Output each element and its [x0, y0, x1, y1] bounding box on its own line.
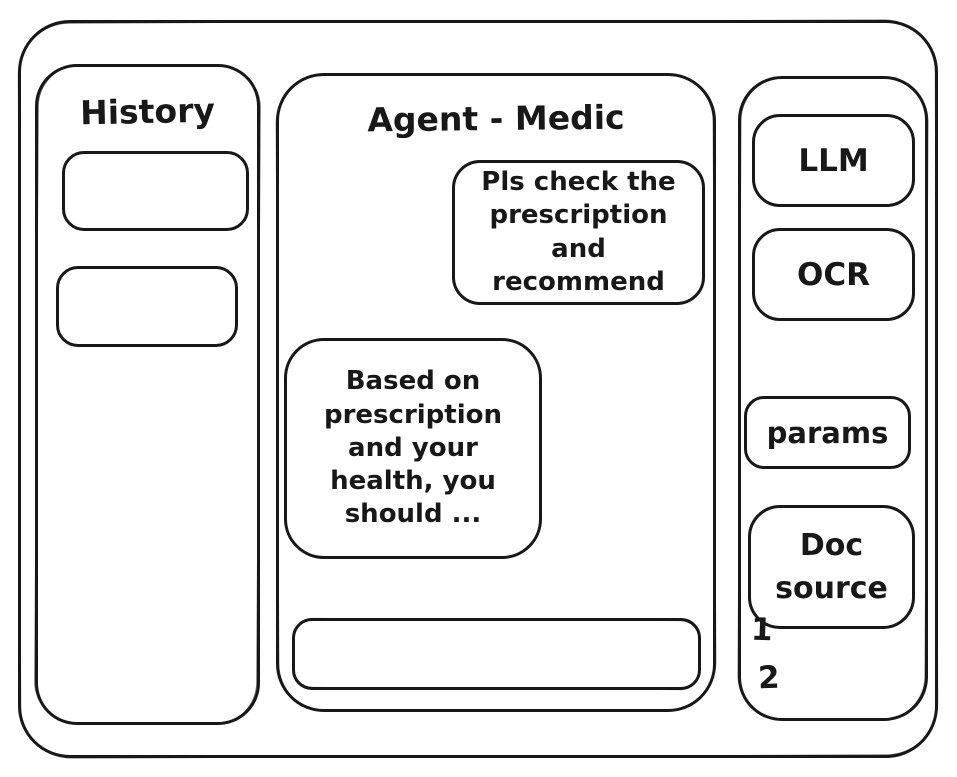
- llm-button[interactable]: LLM: [752, 114, 915, 207]
- ocr-button[interactable]: OCR: [752, 228, 915, 321]
- chat-title: Agent - Medic: [367, 97, 625, 140]
- message-input[interactable]: [292, 618, 701, 690]
- user-message-bubble: Pls check the prescription and recommend: [452, 160, 705, 305]
- doc-source-item-1[interactable]: 1: [750, 611, 774, 649]
- params-button[interactable]: params: [744, 396, 911, 469]
- doc-source-button[interactable]: Doc source: [748, 505, 915, 629]
- doc-source-item-2[interactable]: 2: [757, 659, 781, 697]
- history-item[interactable]: [56, 266, 238, 347]
- agent-message-bubble: Based on prescription and your health, y…: [284, 338, 542, 559]
- history-title: History: [79, 90, 216, 133]
- history-item[interactable]: [62, 151, 249, 231]
